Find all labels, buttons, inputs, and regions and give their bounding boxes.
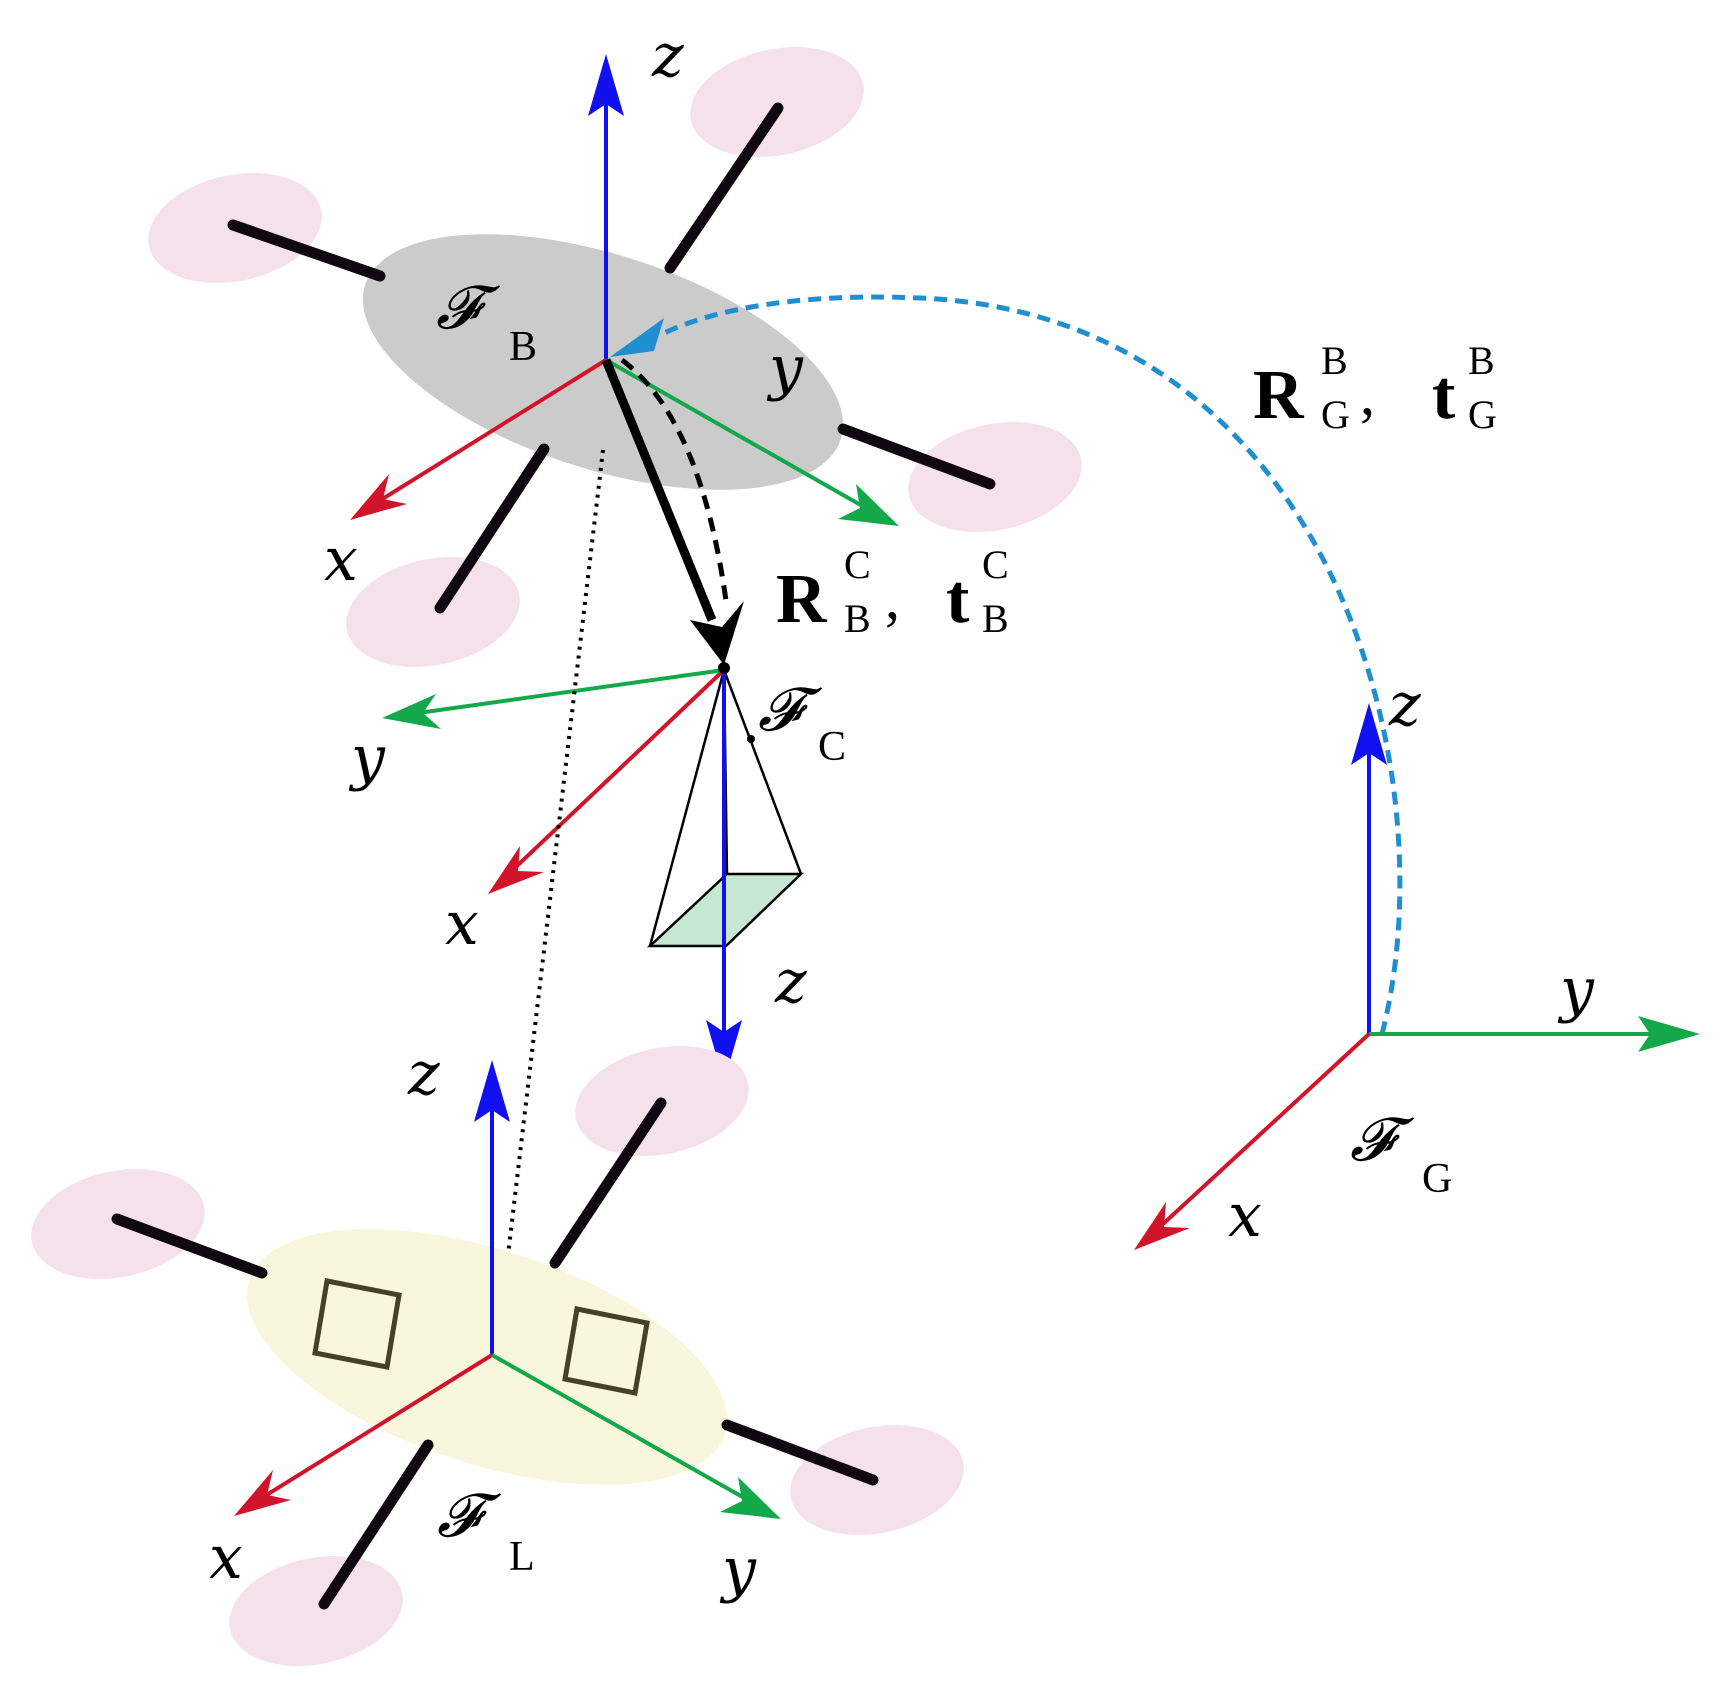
camera-x-axis (498, 668, 726, 884)
landing-frame-subscript: L (509, 1534, 535, 1580)
global-to-body-rotation-subscript: G (1321, 392, 1350, 437)
landing-rotor-lower-left (229, 1556, 403, 1666)
camera-frame: z x y 𝓕 C R C B , t C B (348, 358, 1009, 1082)
body-z-arrowhead (588, 54, 624, 116)
global-to-body-arrowhead (610, 318, 664, 357)
camera-origin-dot (718, 662, 730, 674)
landing-marker-left (312, 1278, 402, 1370)
body-x-arrowhead (350, 474, 407, 520)
camera-x-arrowhead (488, 846, 544, 894)
global-to-body-rotation-symbol: R (1253, 357, 1305, 434)
global-y-arrowhead (1638, 1016, 1700, 1052)
body-to-camera-rotation-subscript: B (844, 596, 871, 641)
landing-drone: z x y 𝓕 L (31, 1039, 964, 1666)
global-frame-symbol: 𝓕 (1350, 1105, 1415, 1175)
global-z-arrowhead (1351, 703, 1387, 765)
global-to-body-translation-subscript: G (1468, 392, 1497, 437)
landing-y-arrowhead (720, 1477, 781, 1519)
landing-y-axis (491, 1353, 763, 1510)
global-axis-z-label: z (1388, 670, 1421, 740)
camera-y-arrowhead (382, 694, 441, 729)
global-to-body-separator: , (1360, 361, 1375, 427)
body-to-camera-translation-subscript: B (982, 596, 1009, 641)
landing-frame-label: 𝓕 L (437, 1481, 535, 1580)
camera-frame-symbol: 𝓕 (758, 675, 823, 745)
body-to-camera-rotation-arc (620, 358, 730, 609)
camera-z-arrowhead (706, 1020, 742, 1082)
global-x-axis (1148, 1032, 1371, 1238)
body-to-camera-separator: , (885, 565, 900, 631)
landing-axis-z-label: z (407, 1039, 440, 1109)
global-to-body-translation-symbol: t (1432, 357, 1455, 434)
arm-upper-left (227, 219, 386, 282)
body-axis-x-label: x (324, 525, 358, 595)
body-y-axis (605, 358, 881, 518)
landing-arm-upper-right (549, 1097, 667, 1269)
global-to-body-rotation-superscript: B (1321, 338, 1348, 383)
frustum-edge-right (722, 669, 803, 875)
global-axis-x-label: x (1228, 1181, 1262, 1251)
landing-axis-x-label: x (209, 1523, 243, 1593)
body-y-arrowhead (838, 484, 899, 526)
camera-axis-x-label: x (445, 889, 479, 959)
frustum-edge-left (648, 669, 726, 947)
camera-frame-subscript: C (818, 724, 846, 770)
body-frame-subscript: B (509, 324, 537, 370)
global-frame-subscript: G (1422, 1156, 1452, 1202)
landing-x-axis (250, 1353, 494, 1506)
body-to-camera-transform-label: R C B , t C B (776, 542, 1009, 641)
camera-y-axis (403, 668, 725, 717)
global-frame: z y x 𝓕 G R B G , t B G (610, 294, 1700, 1251)
body-axis-y-label: y (766, 333, 804, 403)
arm-lower-left (434, 443, 550, 614)
landing-arm-lower-right (721, 1419, 879, 1486)
body-to-camera-rotation-symbol: R (776, 561, 828, 638)
landing-axis-y-label: y (719, 1535, 757, 1605)
body-to-camera-translation-symbol: t (946, 561, 969, 638)
body-axis-z-label: z (651, 21, 684, 91)
arm-upper-right (664, 102, 784, 274)
global-to-body-arc (658, 294, 1403, 1035)
body-to-camera-arrowhead (690, 601, 744, 665)
body-to-camera-rotation-superscript: C (844, 542, 871, 587)
rotor-upper-right (690, 47, 864, 157)
body-x-axis (366, 358, 608, 510)
rotor-lower-left (346, 557, 520, 667)
camera-axis-y-label: y (348, 723, 386, 793)
frustum-corner-dot (747, 735, 755, 743)
rotor-lower-right (908, 422, 1082, 532)
global-frame-label: 𝓕 G (1350, 1105, 1452, 1202)
body-to-camera-translation-superscript: C (982, 542, 1009, 587)
global-to-body-transform-label: R B G , t B G (1253, 338, 1497, 437)
landing-arm-upper-left (111, 1213, 268, 1279)
arm-lower-right (837, 423, 996, 490)
global-axis-y-label: y (1557, 955, 1595, 1025)
global-x-arrowhead (1134, 1202, 1190, 1250)
body-to-camera-translation-arrow (601, 358, 717, 622)
landing-x-arrowhead (234, 1470, 291, 1516)
global-to-body-translation-superscript: B (1468, 338, 1495, 383)
landing-arm-lower-left (318, 1439, 434, 1610)
landing-frame-symbol: 𝓕 (437, 1481, 502, 1551)
landing-marker-right (562, 1306, 650, 1396)
camera-axis-z-label: z (774, 947, 807, 1017)
landing-z-arrowhead (474, 1060, 510, 1122)
camera-frame-label: 𝓕 C (758, 675, 846, 770)
